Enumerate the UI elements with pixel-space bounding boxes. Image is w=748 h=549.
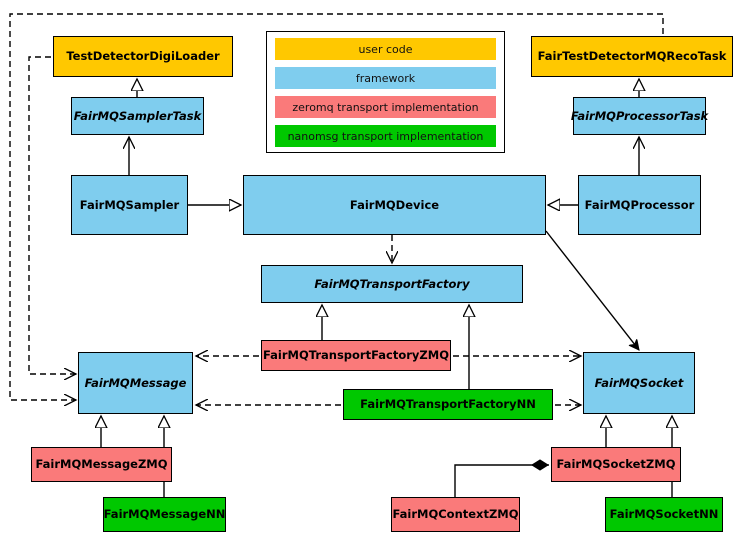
class-node-socketnn: FairMQSocketNN: [605, 497, 723, 532]
class-node-messagezmq: FairMQMessageZMQ: [31, 447, 172, 482]
class-node-transportnn: FairMQTransportFactoryNN: [343, 389, 553, 420]
class-node-transportzmq: FairMQTransportFactoryZMQ: [261, 340, 451, 371]
class-node-recotask: FairTestDetectorMQRecoTask: [531, 36, 733, 77]
class-node-socketzmq: FairMQSocketZMQ: [551, 447, 681, 482]
legend-item-0: user code: [275, 38, 496, 60]
class-node-messagenn: FairMQMessageNN: [103, 497, 226, 532]
legend-item-3: nanomsg transport implementation: [275, 125, 496, 147]
class-node-digiloader: TestDetectorDigiLoader: [53, 36, 233, 77]
class-node-contextzmq: FairMQContextZMQ: [391, 497, 520, 532]
class-node-message: FairMQMessage: [78, 352, 193, 414]
edge-digiloader-to-message: [28, 56, 76, 374]
class-node-device: FairMQDevice: [243, 175, 546, 235]
class-node-sampler: FairMQSampler: [71, 175, 188, 235]
legend-item-2: zeromq transport implementation: [275, 96, 496, 118]
class-node-transport: FairMQTransportFactory: [261, 265, 523, 303]
edge-recotask-to-message: [9, 13, 664, 400]
class-node-samplertask: FairMQSamplerTask: [71, 97, 204, 135]
edge-contextzmq-to-socketzmq: [454, 465, 549, 497]
class-node-socket: FairMQSocket: [583, 352, 695, 414]
legend-item-1: framework: [275, 67, 496, 89]
edge-device-to-socket: [545, 230, 639, 350]
class-node-processor: FairMQProcessor: [578, 175, 701, 235]
class-node-processortask: FairMQProcessorTask: [571, 97, 708, 135]
